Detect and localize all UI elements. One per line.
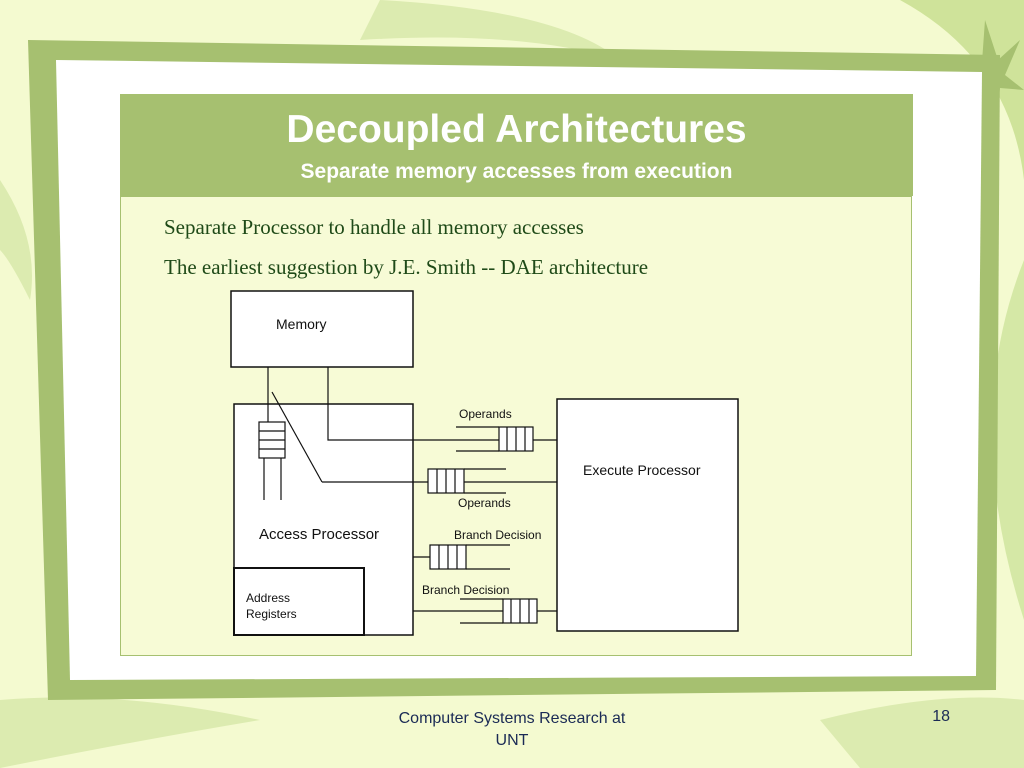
- address-registers-box: [233, 567, 365, 636]
- operands-label: Operands: [459, 407, 512, 421]
- address-queue: [258, 421, 286, 500]
- operands-label: Operands: [458, 496, 511, 510]
- branch-decision-queue-upper: [413, 544, 510, 570]
- bullet-text: The earliest suggestion by J.E. Smith --…: [164, 255, 649, 279]
- memory-link: [271, 391, 323, 483]
- decorative-swoosh: [992, 260, 1024, 620]
- branch-decision-label: Branch Decision: [454, 528, 542, 542]
- bullet-text: Separate Processor to handle all memory …: [164, 215, 584, 239]
- branch-decision-queue-lower: [413, 598, 557, 624]
- page-number: 18: [932, 708, 950, 725]
- memory-box: [230, 290, 414, 368]
- execute-processor-label: Execute Processor: [583, 462, 701, 478]
- decorative-swoosh: [360, 0, 620, 60]
- address-registers-label: Address Registers: [246, 591, 297, 621]
- decorative-swoosh: [0, 697, 260, 768]
- operands-queue-bottom: [427, 468, 557, 494]
- memory-link: [327, 367, 500, 441]
- memory-label: Memory: [276, 316, 327, 332]
- decorative-swoosh: [820, 697, 1024, 768]
- operands-queue-top: [456, 426, 557, 452]
- branch-decision-label: Branch Decision: [422, 583, 510, 597]
- slide-subtitle: Separate memory accesses from execution: [300, 160, 733, 183]
- footer-text: Computer Systems Research at UNT: [398, 710, 626, 749]
- decorative-swoosh: [0, 180, 32, 300]
- access-processor-label: Access Processor: [259, 526, 380, 543]
- slide-title: Decoupled Architectures: [286, 108, 747, 151]
- execute-processor-box: [556, 398, 739, 632]
- title-band: [120, 94, 913, 196]
